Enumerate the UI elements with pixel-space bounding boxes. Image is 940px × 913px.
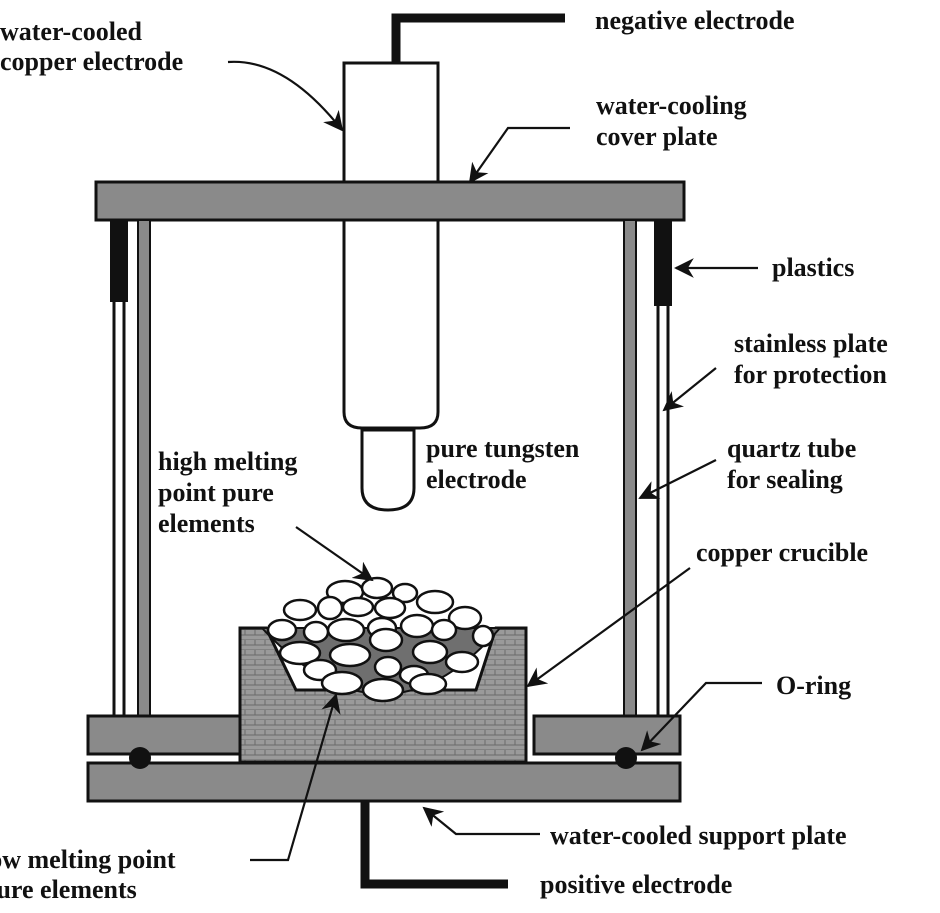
lower-plate-left bbox=[86, 714, 242, 756]
label-copper-crucible: copper crucible bbox=[696, 538, 868, 567]
label-plastics: plastics bbox=[772, 253, 854, 282]
label-quartz-tube: quartz tube for sealing bbox=[727, 434, 863, 494]
leader-high-melting bbox=[295, 526, 374, 582]
water-cooled-copper-electrode bbox=[342, 61, 440, 430]
o-ring-right bbox=[615, 747, 637, 769]
leader-quartz-tube bbox=[638, 459, 717, 499]
quartz-tube-left bbox=[137, 219, 151, 717]
leader-copper-electrode bbox=[227, 60, 344, 132]
label-o-ring: O-ring bbox=[776, 671, 851, 700]
leader-support-plate bbox=[422, 806, 540, 836]
plastic-plug-right bbox=[654, 220, 672, 306]
label-negative-electrode: negative electrode bbox=[595, 6, 795, 35]
leader-low-melting bbox=[250, 693, 341, 862]
negative-electrode-wire bbox=[391, 13, 565, 65]
label-low-melting-point-elements: low melting point pure elements bbox=[0, 845, 182, 904]
leader-o-ring bbox=[640, 681, 762, 752]
quartz-tube-right bbox=[623, 219, 637, 717]
lower-plate-right bbox=[532, 714, 682, 756]
leader-cover-plate bbox=[468, 126, 570, 184]
label-positive-electrode: positive electrode bbox=[540, 870, 732, 899]
positive-electrode-wire bbox=[360, 801, 508, 889]
label-high-melting-point-elements: high melting point pure elements bbox=[158, 447, 304, 538]
plastic-plug-left bbox=[110, 220, 128, 302]
label-water-cooled-support-plate: water-cooled support plate bbox=[550, 821, 847, 850]
leader-copper-crucible bbox=[526, 567, 691, 688]
o-ring-left bbox=[129, 747, 151, 769]
water-cooled-support-plate bbox=[86, 761, 682, 803]
label-water-cooling-cover-plate: water-cooling cover plate bbox=[596, 91, 753, 151]
label-stainless-plate: stainless plate for protection bbox=[734, 329, 894, 389]
water-cooling-cover-plate bbox=[94, 180, 686, 222]
pure-tungsten-electrode bbox=[360, 428, 416, 512]
high-melting-point-elements bbox=[266, 576, 495, 703]
label-pure-tungsten-electrode: pure tungsten electrode bbox=[426, 434, 586, 494]
leader-stainless-plate bbox=[662, 367, 717, 412]
label-water-cooled-copper-electrode: water-cooled copper electrode bbox=[0, 17, 183, 76]
